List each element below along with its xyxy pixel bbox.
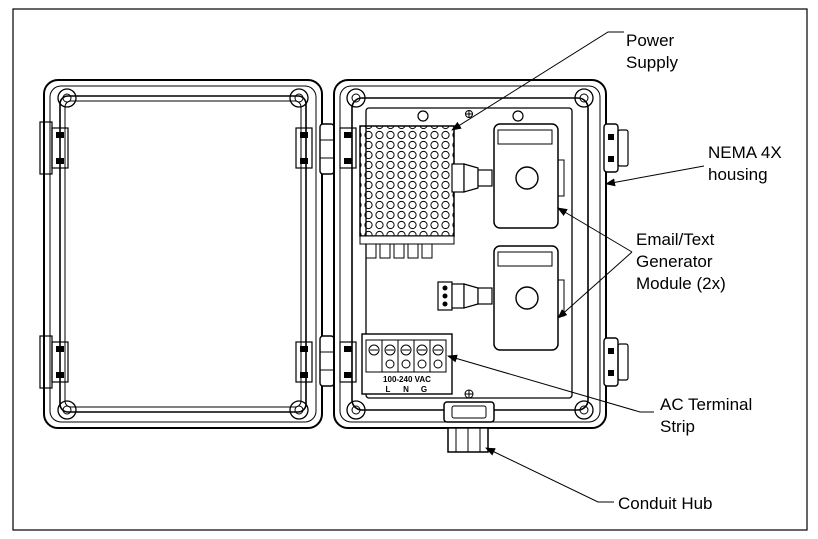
label-ac-strip: AC Terminal Strip bbox=[660, 395, 757, 436]
label-generator: Email/Text Generator Module (2x) bbox=[636, 230, 726, 293]
module-connectors bbox=[437, 163, 493, 311]
callout-generator-1 bbox=[557, 207, 633, 253]
callout-lines bbox=[447, 31, 705, 503]
conduit-hub bbox=[443, 401, 495, 453]
lid-hinges bbox=[295, 127, 313, 383]
callout-power-supply bbox=[451, 31, 624, 131]
callout-ac-strip bbox=[447, 354, 654, 413]
power-supply-terminals bbox=[365, 243, 433, 259]
diagram-frame bbox=[12, 8, 808, 531]
lid-latches bbox=[39, 121, 69, 389]
terminal-voltage-label: 100-240 VAC bbox=[383, 375, 431, 384]
label-conduit: Conduit Hub bbox=[618, 494, 713, 513]
lid-corner-screws bbox=[57, 88, 309, 420]
callout-generator-2 bbox=[557, 251, 633, 319]
power-supply bbox=[359, 125, 455, 259]
generator-module-2 bbox=[493, 245, 565, 351]
label-power-supply: Power Supply bbox=[626, 31, 679, 72]
enclosure-lid bbox=[39, 79, 323, 429]
terminal-n-label: N bbox=[403, 385, 409, 394]
body-hinge-hardware bbox=[339, 127, 357, 383]
generator-module-1 bbox=[493, 123, 565, 229]
plate-bottom-screw bbox=[464, 389, 474, 399]
terminal-l-label: L bbox=[386, 385, 391, 394]
plate-mounting-holes bbox=[417, 110, 524, 122]
body-latches bbox=[603, 123, 629, 387]
callout-housing bbox=[605, 165, 705, 187]
callout-conduit bbox=[485, 447, 614, 503]
body-corner-screws bbox=[346, 88, 594, 420]
label-housing: NEMA 4X housing bbox=[708, 143, 786, 184]
ac-terminal-strip: 100-240 VAC L N G bbox=[361, 333, 453, 395]
terminal-g-label: G bbox=[421, 385, 427, 394]
